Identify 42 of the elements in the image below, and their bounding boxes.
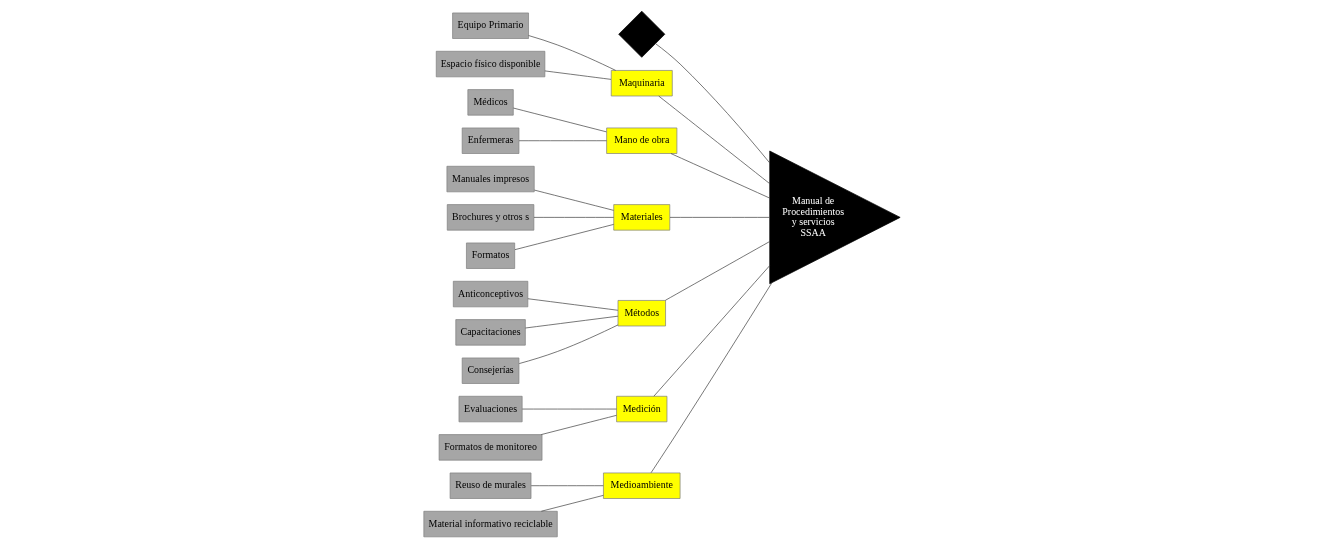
connector — [527, 298, 619, 311]
node-box: Formatos de monitoreo — [438, 434, 543, 461]
connector — [544, 70, 612, 80]
node-box: Enfermeras — [461, 127, 520, 154]
connector — [518, 324, 619, 364]
node-bowtie — [618, 10, 666, 58]
connector — [655, 43, 770, 164]
connector — [533, 217, 614, 218]
node-box: Formatos — [466, 242, 516, 269]
connector — [541, 495, 604, 512]
connector — [665, 241, 771, 301]
connector — [530, 485, 604, 487]
node-box: Material informativo reciclable — [423, 510, 558, 538]
connector — [513, 107, 607, 133]
node-box: Medioambiente — [603, 472, 681, 499]
connector — [518, 140, 607, 142]
connector — [650, 282, 773, 474]
connector — [541, 415, 617, 435]
node-box: Evaluaciones — [458, 395, 523, 423]
node-box: Maquinaria — [610, 70, 673, 97]
connector — [528, 35, 616, 71]
node-box: Mano de obra — [606, 127, 678, 154]
node-box: Consejerías — [461, 357, 520, 384]
node-box: Capacitaciones — [455, 319, 526, 346]
node-box: Materiales — [613, 204, 671, 231]
node-box: Manuales impresos — [446, 165, 535, 193]
node-box: Medición — [616, 395, 668, 423]
node-box: Anticonceptivos — [452, 280, 529, 308]
connector — [521, 408, 617, 410]
node-box: Médicos — [467, 89, 514, 116]
node-box: Métodos — [617, 300, 666, 327]
connector — [669, 217, 770, 218]
connector — [534, 189, 614, 211]
connector — [658, 95, 770, 184]
node-box: Equipo Primario — [452, 12, 529, 39]
connector — [525, 315, 619, 329]
node-box: Reuso de murales — [449, 472, 532, 499]
connector — [514, 224, 614, 250]
connector — [653, 265, 770, 397]
connector — [670, 153, 770, 199]
node-box: Espacio físico disponible — [435, 50, 546, 78]
node-box: Brochures y otros s — [446, 204, 535, 231]
